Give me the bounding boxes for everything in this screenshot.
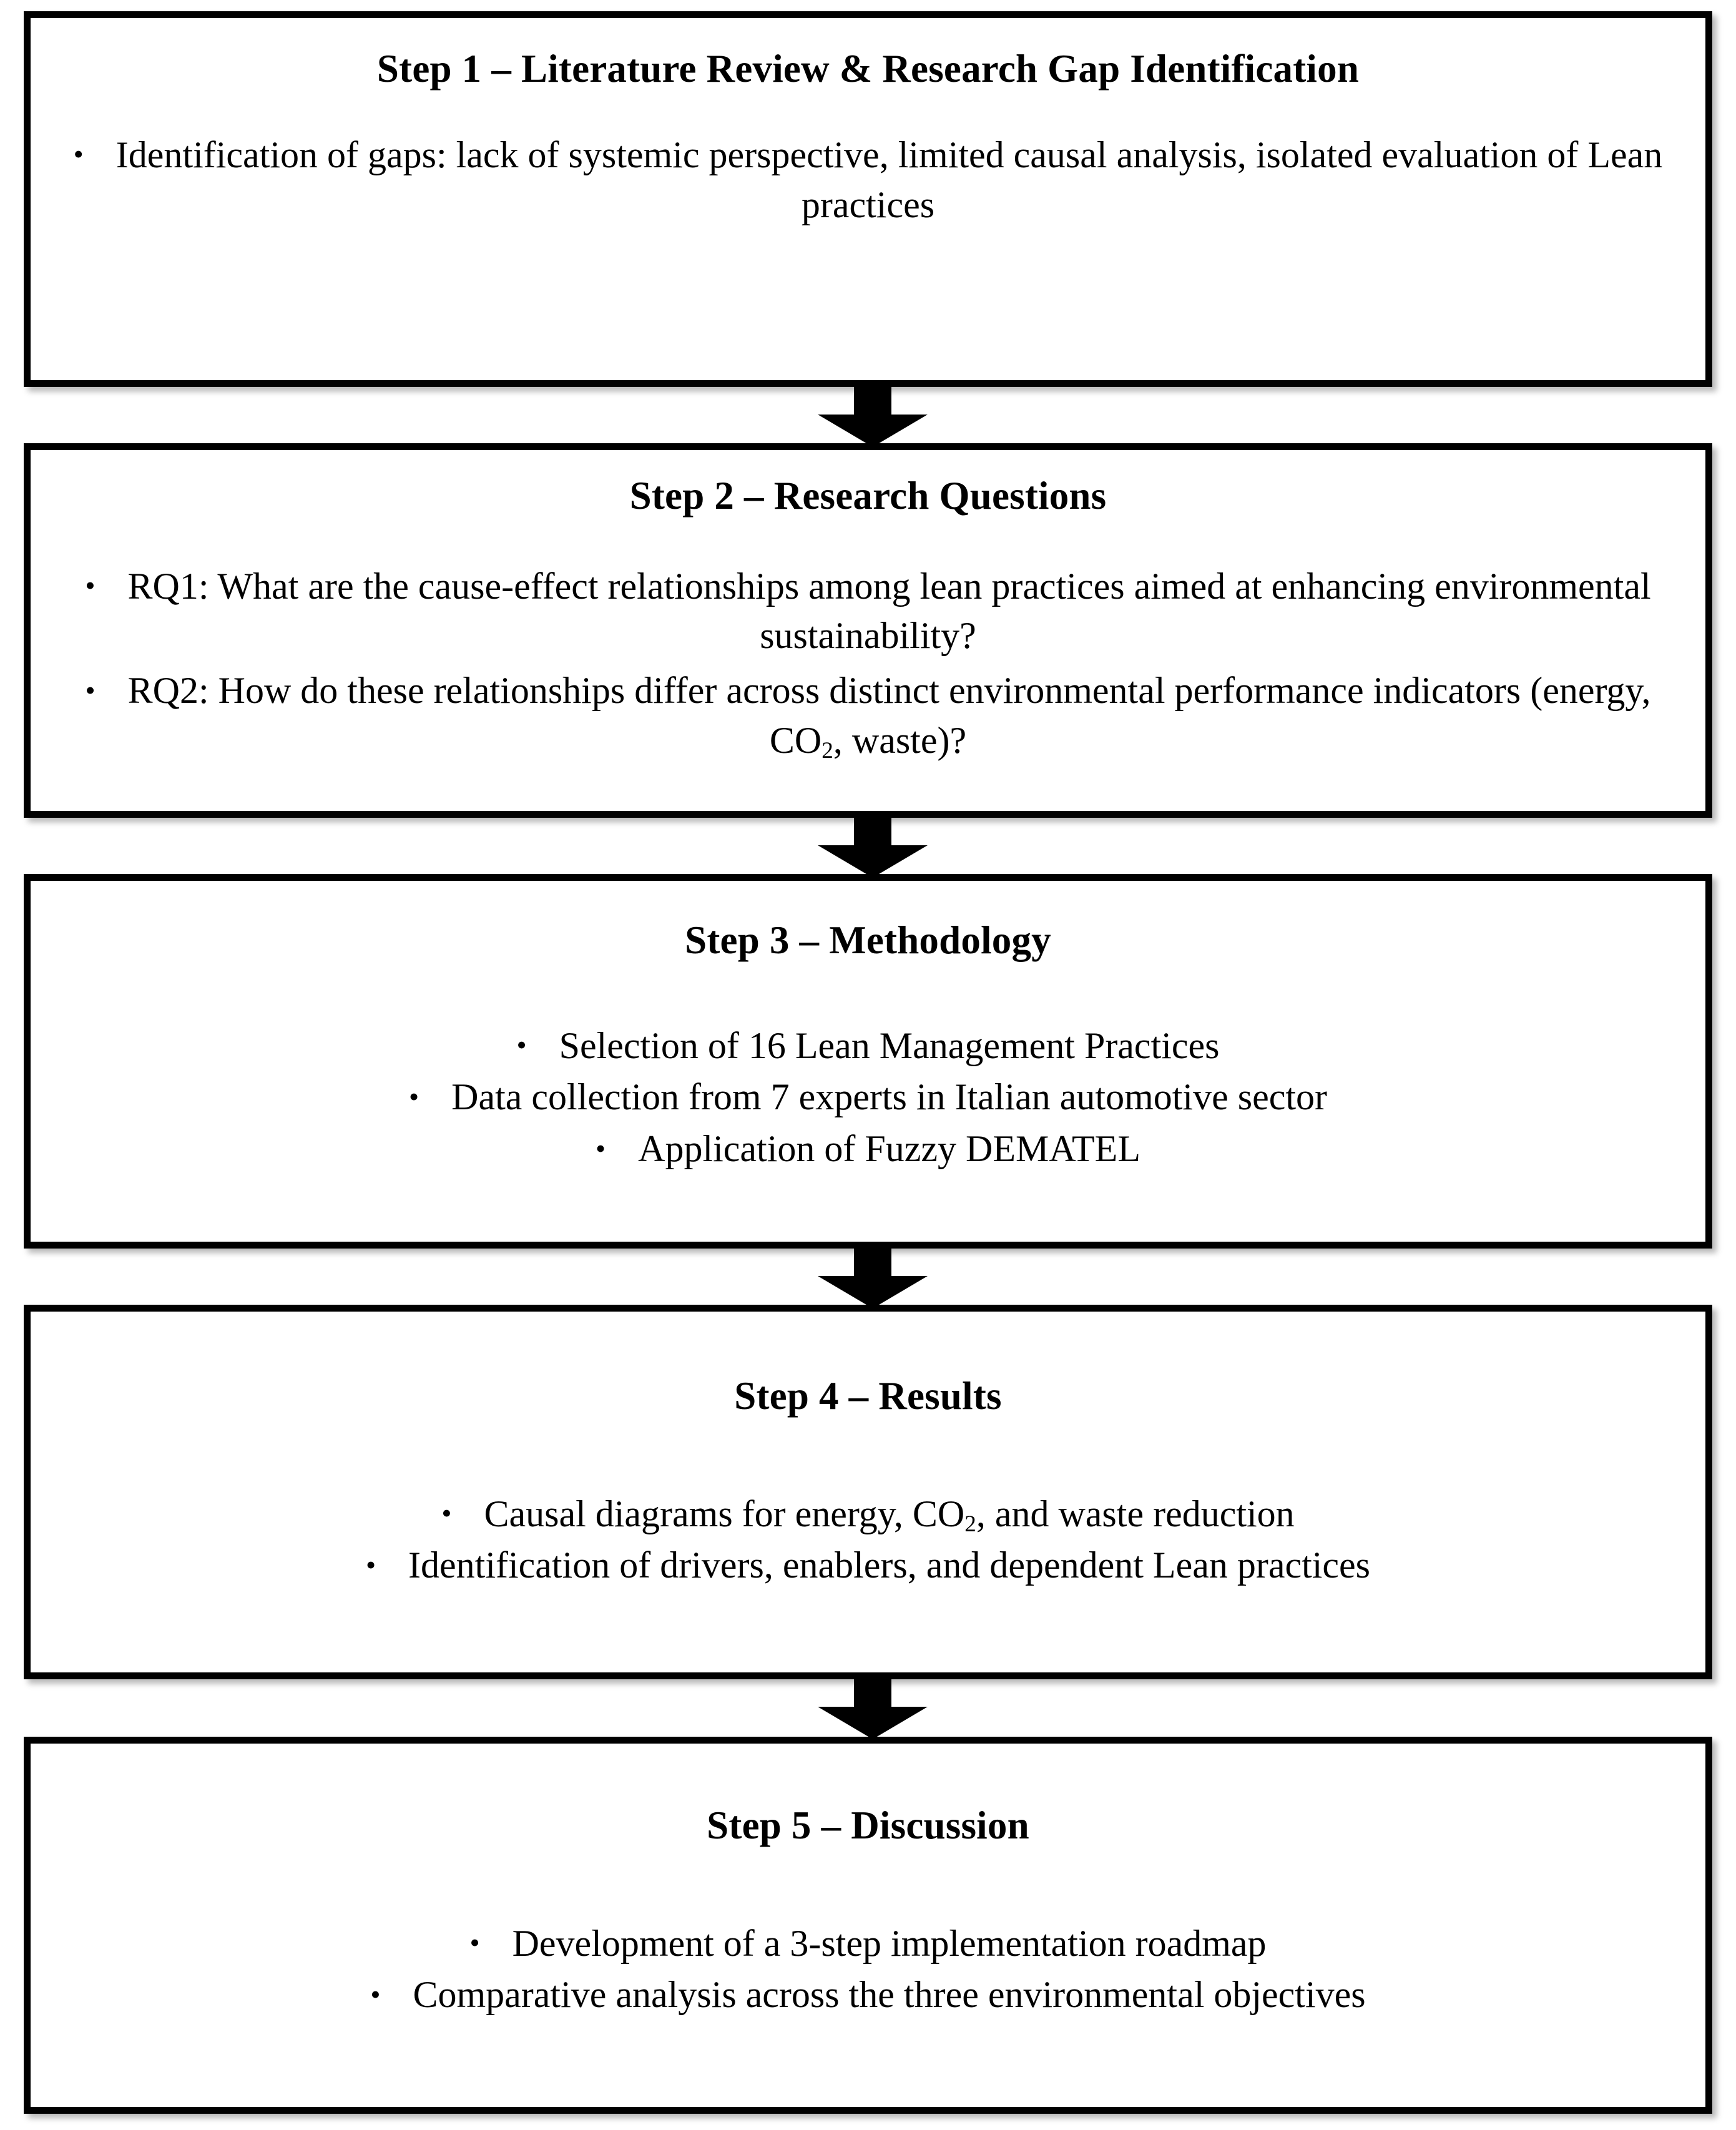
step-box-2-content: Step 2 – Research Questions • RQ1: What a… <box>31 450 1705 766</box>
step-3-title: Step 3 – Methodology <box>685 918 1051 962</box>
step-2-bullet-list: • RQ1: What are the cause-effect relation… <box>47 562 1689 766</box>
bullet-text: RQ1: What are the cause-effect relations… <box>127 565 1651 657</box>
bullet-item: • Data collection from 7 experts in Itali… <box>47 1071 1689 1123</box>
step-box-2: Step 2 – Research Questions • RQ1: What a… <box>24 443 1712 818</box>
down-arrow-icon <box>818 1244 928 1308</box>
bullet-dot-icon: • <box>73 138 84 170</box>
bullet-text: Comparative analysis across the three en… <box>413 1974 1366 2016</box>
bullet-dot-icon: • <box>596 1132 606 1164</box>
bullet-text: Identification of gaps: lack of systemic… <box>115 134 1663 225</box>
bullet-dot-icon: • <box>516 1029 527 1061</box>
bullet-dot-icon: • <box>85 674 96 706</box>
step-4-title: Step 4 – Results <box>734 1374 1002 1418</box>
step-5-bullet-list: • Development of a 3-step implementation … <box>47 1918 1689 2021</box>
down-arrow-icon <box>818 382 928 447</box>
step-2-title: Step 2 – Research Questions <box>629 474 1107 518</box>
step-1-bullet-list: • Identification of gaps: lack of systemi… <box>47 130 1689 230</box>
down-arrow-icon <box>818 813 928 878</box>
step-4-bullet-list: • Causal diagrams for energy, CO2, and wa… <box>47 1488 1689 1592</box>
step-box-1-content: Step 1 – Literature Review & Research Ga… <box>31 18 1705 230</box>
step-1-title: Step 1 – Literature Review & Research Ga… <box>376 47 1360 91</box>
bullet-text: Identification of drivers, enablers, and… <box>408 1544 1371 1586</box>
down-arrow-icon <box>818 1674 928 1739</box>
bullet-item: • Identification of gaps: lack of systemi… <box>47 130 1689 230</box>
bullet-text: Application of Fuzzy DEMATEL <box>638 1128 1140 1170</box>
step-box-5-content: Step 5 – Discussion • Development of a 3-… <box>31 1744 1705 2021</box>
step-box-3-content: Step 3 – Methodology • Selection of 16 Le… <box>31 881 1705 1175</box>
bullet-text: Causal diagrams for energy, CO2, and was… <box>484 1493 1295 1537</box>
step-3-bullet-list: • Selection of 16 Lean Management Practic… <box>47 1020 1689 1175</box>
step-box-4-content: Step 4 – Results • Causal diagrams for en… <box>31 1312 1705 1591</box>
step-box-1: Step 1 – Literature Review & Research Ga… <box>24 11 1712 387</box>
bullet-text: Development of a 3-step implementation r… <box>512 1922 1267 1964</box>
bullet-item: • RQ1: What are the cause-effect relation… <box>47 562 1689 662</box>
bullet-item: • Identification of drivers, enablers, an… <box>47 1539 1689 1591</box>
bullet-item: • Selection of 16 Lean Management Practic… <box>47 1020 1689 1072</box>
bullet-item: • Development of a 3-step implementation … <box>47 1918 1689 1970</box>
bullet-item: • RQ2: How do these relationships differ … <box>47 666 1689 766</box>
step-5-title: Step 5 – Discussion <box>707 1804 1029 1847</box>
bullet-text: RQ2: How do these relationships differ a… <box>127 670 1651 764</box>
bullet-text: Selection of 16 Lean Management Practice… <box>559 1024 1220 1066</box>
bullet-item: • Application of Fuzzy DEMATEL <box>47 1123 1689 1175</box>
step-box-4: Step 4 – Results • Causal diagrams for en… <box>24 1305 1712 1679</box>
step-box-5: Step 5 – Discussion • Development of a 3-… <box>24 1737 1712 2114</box>
bullet-text: Data collection from 7 experts in Italia… <box>451 1076 1327 1118</box>
bullet-dot-icon: • <box>85 569 96 602</box>
bullet-dot-icon: • <box>469 1926 480 1959</box>
bullet-dot-icon: • <box>370 1978 381 2010</box>
bullet-dot-icon: • <box>365 1548 376 1581</box>
bullet-item: • Comparative analysis across the three e… <box>47 1969 1689 2021</box>
bullet-dot-icon: • <box>409 1080 419 1112</box>
bullet-dot-icon: • <box>441 1497 452 1529</box>
bullet-item: • Causal diagrams for energy, CO2, and wa… <box>47 1488 1689 1540</box>
step-box-3: Step 3 – Methodology • Selection of 16 Le… <box>24 874 1712 1249</box>
